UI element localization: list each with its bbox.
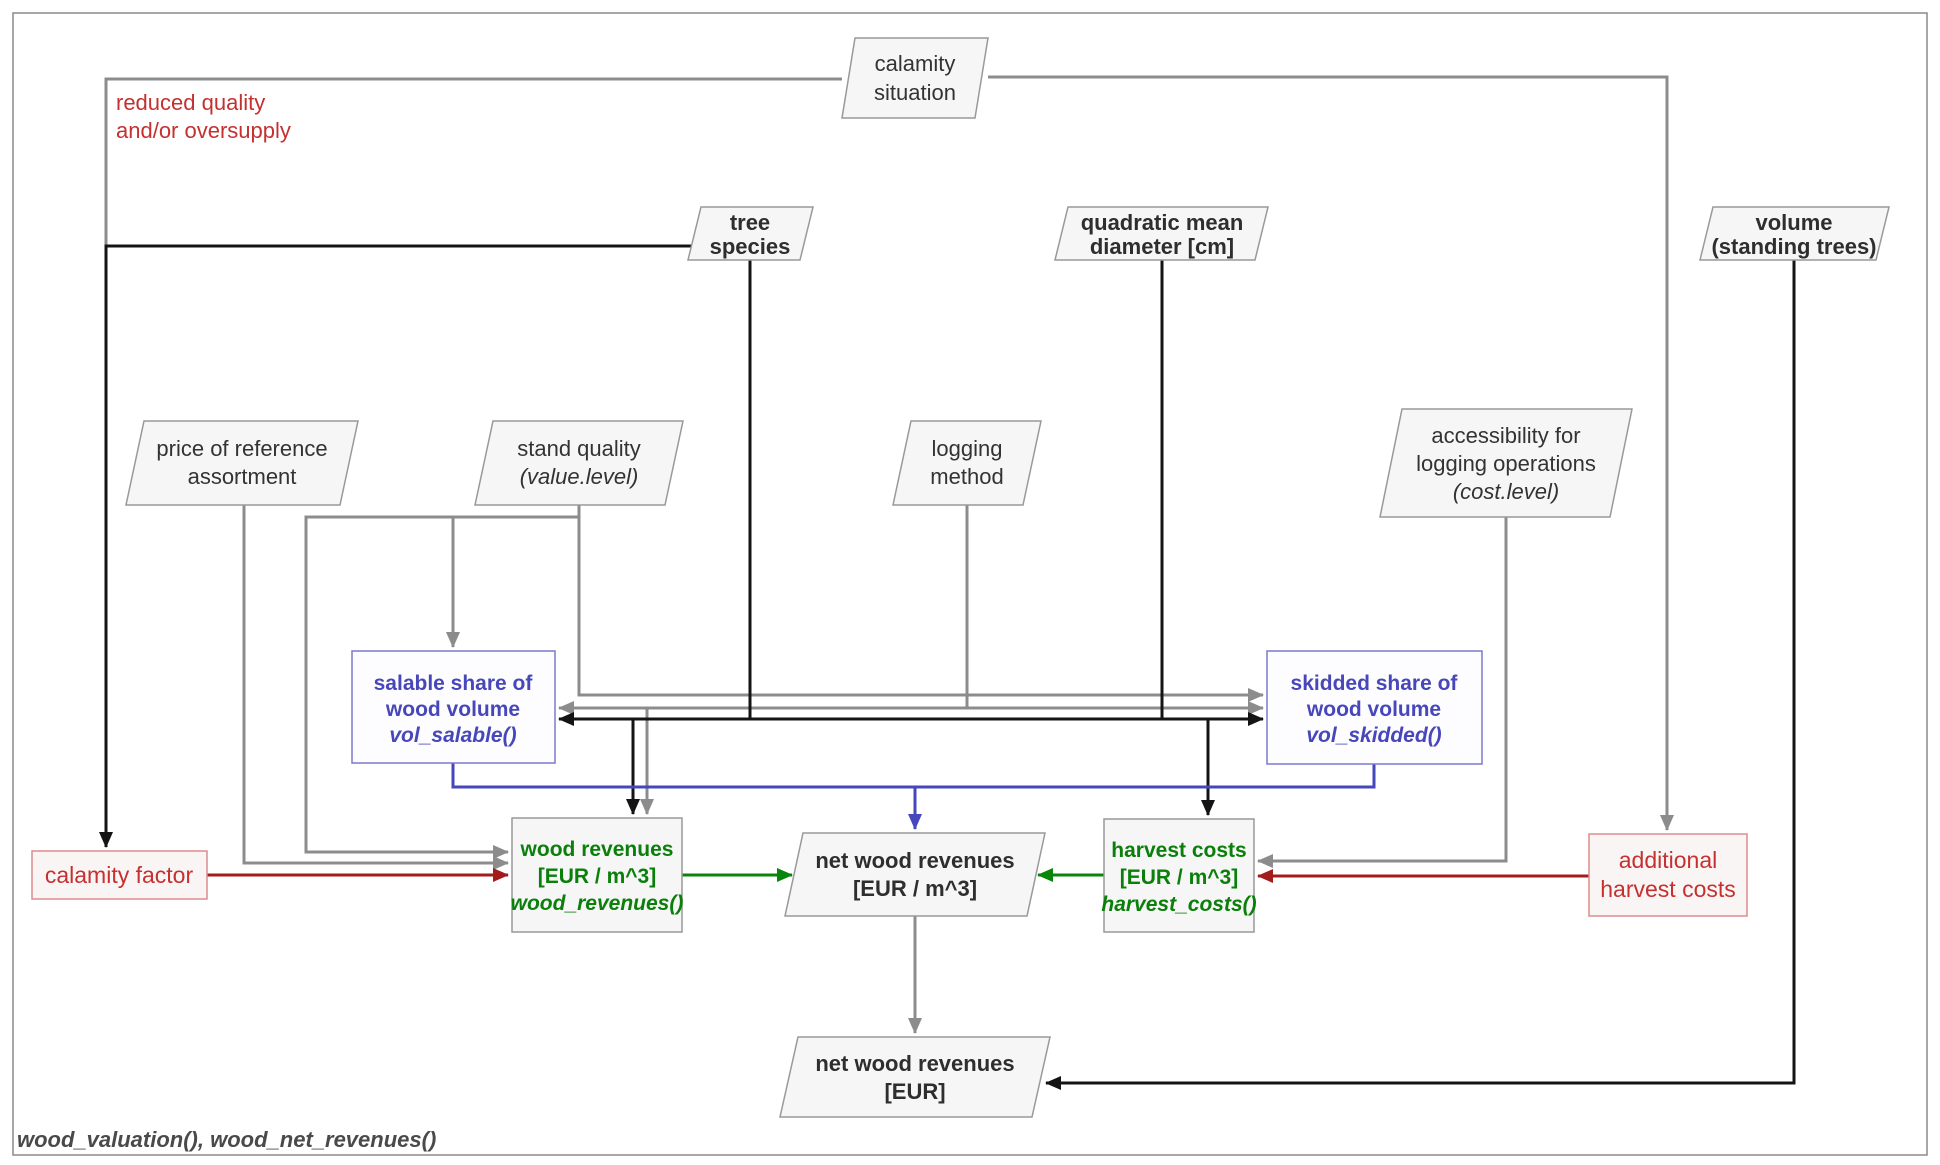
vol-skidded-shape bbox=[1266, 650, 1483, 765]
accessibility-label: logging operations bbox=[1416, 451, 1596, 476]
wood-revenues-shape bbox=[511, 817, 683, 933]
edge-vol-skidded-to-net-m3 bbox=[915, 764, 1376, 789]
calamity-situation-label: situation bbox=[874, 80, 956, 105]
wood-revenues-function-label: wood_revenues() bbox=[511, 892, 684, 915]
price-reference-assortment-shape bbox=[125, 420, 359, 506]
reduced-quality-annotation: and/or oversupply bbox=[116, 118, 291, 143]
quadratic-mean-diameter-shape bbox=[1054, 206, 1269, 261]
edge-stand-quality-to-wood-revenues bbox=[304, 515, 579, 859]
edge-annotation-reduced-quality: reduced quality and/or oversupply bbox=[116, 90, 291, 143]
edge-price-to-wood-revenues bbox=[242, 505, 509, 870]
node-vol-salable: salable share of wood volume vol_salable… bbox=[351, 650, 556, 764]
tree-species-label: species bbox=[710, 234, 791, 259]
node-stand-quality: stand quality (value.level) bbox=[474, 420, 684, 506]
node-calamity-situation: calamity situation bbox=[841, 37, 989, 119]
node-volume-standing-trees: volume (standing trees) bbox=[1699, 206, 1890, 261]
quadratic-mean-diameter-label: quadratic mean bbox=[1081, 210, 1244, 235]
additional-harvest-costs-shape bbox=[1588, 833, 1748, 917]
price-reference-assortment-label: assortment bbox=[188, 464, 297, 489]
logging-method-label: method bbox=[930, 464, 1003, 489]
edge-calamity-situation-to-additional-harvest-costs bbox=[988, 75, 1674, 831]
logging-method-shape bbox=[892, 420, 1042, 506]
vol-salable-label: salable share of bbox=[374, 672, 534, 695]
edge-tree-species-to-calamity-factor bbox=[99, 244, 691, 848]
volume-standing-trees-label: volume bbox=[1755, 210, 1832, 235]
node-additional-harvest-costs: additional harvest costs bbox=[1588, 833, 1748, 917]
accessibility-label: (cost.level) bbox=[1453, 479, 1559, 504]
additional-harvest-costs-label: additional bbox=[1619, 847, 1717, 873]
edge-volume-to-net-eur bbox=[1045, 260, 1796, 1090]
vol-skidded-label: wood volume bbox=[1306, 698, 1441, 721]
vol-salable-function-label: vol_salable() bbox=[389, 724, 516, 747]
net-wood-revenues-m3-shape bbox=[784, 832, 1046, 917]
logging-method-label: logging bbox=[932, 436, 1003, 461]
accessibility-shape bbox=[1379, 408, 1633, 518]
node-harvest-costs: harvest costs [EUR / m^3] harvest_costs(… bbox=[1101, 818, 1257, 933]
node-wood-revenues: wood revenues [EUR / m^3] wood_revenues(… bbox=[511, 817, 684, 933]
harvest-costs-shape bbox=[1103, 818, 1255, 933]
volume-standing-trees-label: (standing trees) bbox=[1711, 234, 1876, 259]
figure-caption: wood_valuation(), wood_net_revenues() bbox=[17, 1127, 436, 1152]
vol-salable-label: wood volume bbox=[385, 698, 520, 721]
node-price-reference-assortment: price of reference assortment bbox=[125, 420, 359, 506]
quadratic-mean-diameter-label: diameter [cm] bbox=[1090, 234, 1234, 259]
vol-skidded-function-label: vol_skidded() bbox=[1306, 724, 1441, 747]
harvest-costs-label: harvest costs bbox=[1111, 839, 1246, 862]
wood-revenues-label: wood revenues bbox=[520, 838, 674, 861]
node-tree-species: tree species bbox=[687, 206, 814, 261]
diagram-frame bbox=[12, 12, 1928, 1156]
harvest-costs-label: [EUR / m^3] bbox=[1120, 866, 1238, 889]
harvest-costs-function-label: harvest_costs() bbox=[1101, 893, 1256, 916]
stand-quality-label: (value.level) bbox=[520, 464, 639, 489]
node-logging-method: logging method bbox=[892, 420, 1042, 506]
node-quadratic-mean-diameter: quadratic mean diameter [cm] bbox=[1054, 206, 1269, 261]
edge-layer bbox=[99, 75, 1796, 1090]
stand-quality-label: stand quality bbox=[517, 436, 641, 461]
node-calamity-factor: calamity factor bbox=[31, 850, 208, 900]
edge-calamity-situation-to-calamity-factor bbox=[104, 77, 842, 246]
node-accessibility: accessibility for logging operations (co… bbox=[1379, 408, 1633, 518]
stand-quality-shape bbox=[474, 420, 684, 506]
net-wood-revenues-m3-label: net wood revenues bbox=[815, 848, 1014, 873]
node-net-wood-revenues-m3: net wood revenues [EUR / m^3] bbox=[784, 832, 1046, 917]
additional-harvest-costs-label: harvest costs bbox=[1600, 876, 1736, 902]
net-wood-revenues-eur-label: [EUR] bbox=[884, 1079, 945, 1104]
calamity-factor-shape bbox=[31, 850, 208, 900]
price-reference-assortment-label: price of reference bbox=[156, 436, 327, 461]
net-wood-revenues-eur-label: net wood revenues bbox=[815, 1051, 1014, 1076]
node-vol-skidded: skidded share of wood volume vol_skidded… bbox=[1266, 650, 1483, 765]
wood-revenues-label: [EUR / m^3] bbox=[538, 865, 656, 888]
calamity-situation-shape bbox=[841, 37, 989, 119]
calamity-situation-label: calamity bbox=[875, 51, 956, 76]
tree-species-shape bbox=[687, 206, 814, 261]
vol-skidded-label: skidded share of bbox=[1291, 672, 1459, 695]
reduced-quality-annotation: reduced quality bbox=[116, 90, 265, 115]
accessibility-label: accessibility for bbox=[1431, 423, 1580, 448]
volume-standing-trees-shape bbox=[1699, 206, 1890, 261]
net-wood-revenues-eur-shape bbox=[779, 1036, 1051, 1118]
edge-stand-quality-to-vol-skidded bbox=[577, 505, 1264, 702]
node-net-wood-revenues-eur: net wood revenues [EUR] bbox=[779, 1036, 1051, 1118]
edge-vol-salable-to-net-m3 bbox=[451, 763, 915, 789]
net-wood-revenues-m3-label: [EUR / m^3] bbox=[853, 876, 977, 901]
edge-accessibility-to-harvest-costs bbox=[1257, 517, 1508, 868]
calamity-factor-label: calamity factor bbox=[45, 862, 194, 888]
tree-species-label: tree bbox=[730, 210, 770, 235]
vol-salable-shape bbox=[351, 650, 556, 764]
